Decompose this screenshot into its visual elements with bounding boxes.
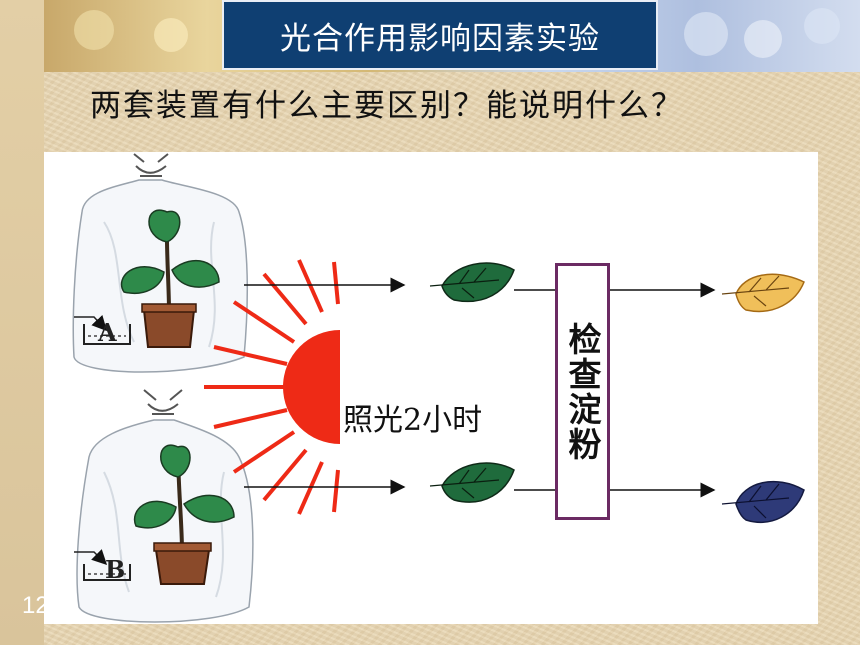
starch-check-label: 检查淀粉 [563, 321, 602, 462]
bag-tie-b [143, 389, 183, 415]
setup-a [72, 153, 249, 373]
setup-b [74, 389, 254, 623]
bag-tie-a [133, 153, 169, 177]
flower-pot-a [142, 309, 196, 348]
plant-leaf-a2 [121, 265, 165, 294]
plant-leaf-a3 [171, 259, 220, 288]
plant-leaf-a1 [148, 209, 181, 243]
beaker-a [83, 324, 131, 345]
beaker-b [83, 564, 131, 581]
plant-leaf-b1 [160, 444, 191, 478]
label-b: B [105, 555, 126, 584]
detached-leaf-b [441, 462, 515, 503]
result-leaf-a-yellow [735, 273, 805, 313]
label-a: A [98, 318, 117, 347]
plant-leaf-b3 [183, 494, 235, 523]
sun [204, 259, 340, 515]
title-box: 光合作用影响因素实验 [222, 0, 658, 70]
sun-half-disk [283, 330, 340, 444]
left-decor-strip [0, 0, 44, 645]
page-number: 12 [22, 592, 49, 619]
flower-pot-b [154, 549, 211, 585]
question-text: 两套装置有什么主要区别？能说明什么？ [90, 88, 684, 124]
experiment-diagram [72, 153, 805, 623]
starch-check-box: 检查淀粉 [555, 263, 610, 520]
slide-title: 光合作用影响因素实验 [280, 20, 600, 57]
result-leaf-b-blue [735, 480, 805, 523]
plant-leaf-b2 [133, 500, 177, 529]
sun-caption: 照光2小时 [343, 403, 483, 438]
